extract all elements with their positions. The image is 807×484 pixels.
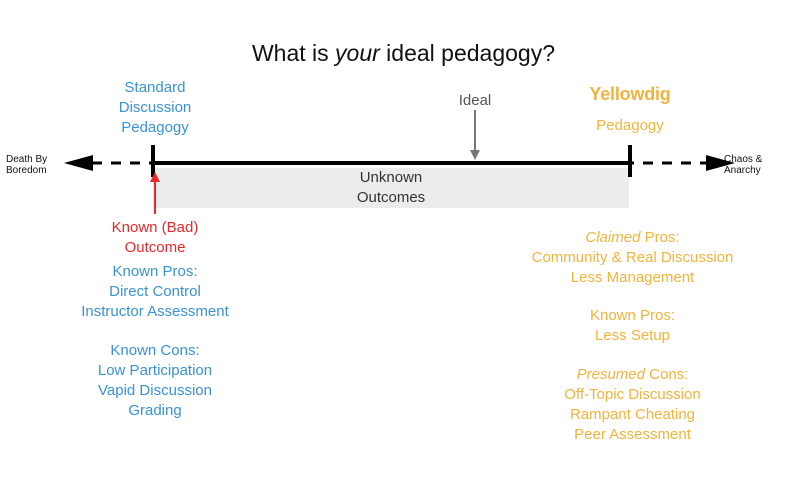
- left-arrowhead-icon: [64, 155, 93, 171]
- right-endpoint-line1: Chaos &: [724, 154, 763, 165]
- claimed-pros-item: Community & Real Discussion: [531, 249, 734, 266]
- unknown-outcomes-region: [153, 168, 629, 208]
- known-bad-outcome-label: Known (Bad) Outcome: [90, 218, 220, 258]
- yellowdig-claimed-pros: Claimed Pros: Community & Real Discussio…: [500, 228, 765, 288]
- presumed-cons-heading-rest: Cons:: [645, 366, 689, 383]
- standard-pros-heading: Known Pros:: [112, 263, 198, 280]
- yellowdig-presumed-cons: Presumed Cons: Off-Topic Discussion Ramp…: [500, 365, 765, 445]
- unknown-line1: Unknown: [359, 169, 423, 186]
- yellowdig-pros-item: Less Setup: [594, 327, 671, 344]
- standard-line1: Standard: [124, 79, 186, 96]
- claimed-pros-heading: Claimed Pros:: [500, 228, 765, 248]
- yellowdig-known-pros: Known Pros: Less Setup: [500, 306, 765, 346]
- standard-cons-item: Vapid Discussion: [98, 382, 212, 399]
- claimed-pros-heading-rest: Pros:: [640, 229, 680, 246]
- title-emphasis: your: [335, 40, 380, 66]
- claimed-pros-item: Less Management: [570, 269, 695, 286]
- yellowdig-pros-heading: Known Pros:: [589, 307, 676, 324]
- unknown-line2: Outcomes: [356, 189, 426, 206]
- yellowdig-pedagogy-label: Pedagogy: [596, 117, 664, 134]
- right-endpoint-label: Chaos & Anarchy: [724, 154, 762, 176]
- diagram-title: What is your ideal pedagogy?: [0, 40, 807, 67]
- title-suffix: ideal pedagogy?: [379, 40, 556, 66]
- presumed-cons-item: Rampant Cheating: [569, 406, 696, 423]
- standard-known-cons: Known Cons: Low Participation Vapid Disc…: [55, 341, 255, 421]
- title-prefix: What is: [251, 40, 336, 66]
- standard-line2: Discussion: [118, 99, 192, 116]
- left-endpoint-label: Death By Boredom: [6, 154, 47, 176]
- standard-pros-item: Direct Control: [109, 283, 201, 300]
- presumed-cons-item: Off-Topic Discussion: [564, 386, 701, 403]
- known-bad-arrowhead-icon: [150, 172, 160, 182]
- known-bad-line1: Known (Bad): [111, 219, 199, 236]
- known-bad-line2: Outcome: [124, 239, 186, 256]
- presumed-cons-heading-em: Presumed: [576, 366, 645, 383]
- unknown-outcomes-label: Unknown Outcomes: [153, 168, 629, 208]
- claimed-pros-heading-em: Claimed: [585, 229, 641, 246]
- ideal-label: Ideal: [458, 92, 492, 109]
- standard-known-pros: Known Pros: Direct Control Instructor As…: [55, 262, 255, 322]
- yellowdig-logo: Yellowdig: [589, 84, 671, 104]
- ideal-arrowhead-icon: [470, 150, 480, 160]
- presumed-cons-heading: Presumed Cons:: [500, 365, 765, 385]
- standard-cons-item: Grading: [128, 402, 182, 419]
- standard-pros-item: Instructor Assessment: [81, 303, 229, 320]
- left-endpoint-line1: Death By: [6, 154, 48, 165]
- right-endpoint-line2: Anarchy: [724, 165, 761, 176]
- standard-pedagogy-label: Standard Discussion Pedagogy: [90, 78, 220, 138]
- standard-cons-item: Low Participation: [97, 362, 213, 379]
- presumed-cons-item: Peer Assessment: [574, 426, 691, 443]
- left-endpoint-line2: Boredom: [6, 165, 47, 176]
- right-arrowhead-icon: [706, 155, 735, 171]
- standard-cons-heading: Known Cons:: [110, 342, 200, 359]
- standard-line3: Pedagogy: [121, 119, 189, 136]
